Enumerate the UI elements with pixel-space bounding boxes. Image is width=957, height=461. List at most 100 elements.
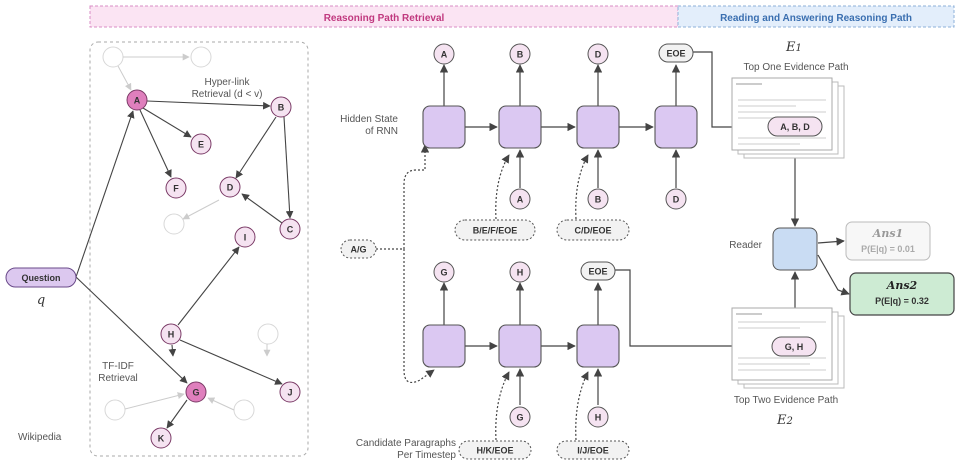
rnn-bottom-input-1: G xyxy=(509,406,531,428)
svg-text:H: H xyxy=(168,330,175,340)
svg-text:EOE: EOE xyxy=(588,267,607,277)
candidate-box-bottom-1: H/K/EOE xyxy=(458,440,532,460)
svg-text:A/G: A/G xyxy=(350,245,366,255)
rnn-cell-bottom-3 xyxy=(576,324,620,368)
svg-text:H: H xyxy=(595,413,602,423)
rnn-cells xyxy=(422,105,698,368)
svg-text:B: B xyxy=(517,50,524,60)
svg-text:D: D xyxy=(673,195,680,205)
hyperlink-label-line2: Retrieval (d < v) xyxy=(192,89,263,100)
svg-text:H/K/EOE: H/K/EOE xyxy=(476,446,513,456)
candidate-box-top-1: B/E/F/EOE xyxy=(454,219,536,241)
svg-text:B: B xyxy=(595,195,602,205)
candidate-label-line2: Per Timestep xyxy=(397,450,456,461)
header-retrieval: Reasoning Path Retrieval xyxy=(89,5,679,28)
question-text: Question xyxy=(21,273,60,283)
answer-1-prob: P(E|q) = 0.01 xyxy=(861,244,915,254)
graph-node-d: D xyxy=(219,176,241,198)
answer-1-box: Ans1 P(E|q) = 0.01 xyxy=(845,221,931,261)
svg-text:Ans1: Ans1 xyxy=(872,227,903,240)
rnn-cell-top-4 xyxy=(654,105,698,149)
rnn-connectors xyxy=(439,51,850,405)
svg-text:C: C xyxy=(287,225,294,235)
hyperlink-label-line1: Hyper-link xyxy=(204,77,250,88)
header-reading-text: Reading and Answering Reasoning Path xyxy=(720,13,912,24)
svg-text:G: G xyxy=(192,388,199,398)
graph-node-b: B xyxy=(270,96,292,118)
candidate-box-start: A/G xyxy=(340,239,377,259)
e1-symbol: E1 xyxy=(785,40,802,55)
top-two-label: Top Two Evidence Path xyxy=(734,395,838,406)
rnn-top-output-2: B xyxy=(509,43,531,65)
rnn-top-input-2: B xyxy=(587,188,609,210)
svg-text:D: D xyxy=(227,183,234,193)
graph-node-g: G xyxy=(185,381,207,403)
rnn-top-output-1: A xyxy=(433,43,455,65)
answer-2-prob: P(E|q) = 0.32 xyxy=(875,296,929,306)
svg-text:H: H xyxy=(517,268,524,278)
graph-node-i: I xyxy=(234,226,256,248)
svg-text:B: B xyxy=(278,103,285,113)
candidate-box-bottom-2: I/J/EOE xyxy=(556,440,630,460)
rnn-top-input-3: D xyxy=(665,188,687,210)
svg-text:J: J xyxy=(287,388,292,398)
graph-node-a: A xyxy=(126,89,148,111)
e2-symbol: E2 xyxy=(776,413,793,428)
wikipedia-panel xyxy=(89,41,309,457)
evidence-doc-stack-2: G, H xyxy=(731,307,845,389)
answer-2-box: Ans2 P(E|q) = 0.32 xyxy=(849,272,955,316)
top-one-label: Top One Evidence Path xyxy=(743,62,848,73)
hidden-state-label-line2: of RNN xyxy=(365,126,398,137)
wikipedia-label: Wikipedia xyxy=(18,432,62,443)
rnn-cell-top-2 xyxy=(498,105,542,149)
svg-text:Ans2: Ans2 xyxy=(886,279,918,292)
svg-text:EOE: EOE xyxy=(666,49,685,59)
evidence-path-2: G, H xyxy=(785,342,804,352)
svg-text:E: E xyxy=(198,140,204,150)
candidate-box-top-2: C/D/EOE xyxy=(556,219,630,241)
rnn-bottom-input-2: H xyxy=(587,406,609,428)
reader-box xyxy=(772,227,818,271)
graph-node-j: J xyxy=(279,381,301,403)
hidden-state-label-line1: Hidden State xyxy=(340,114,398,125)
tfidf-label-line1: TF-IDF xyxy=(102,361,134,372)
rnn-top-output-3: D xyxy=(587,43,609,65)
rnn-cell-top-1 xyxy=(422,105,466,149)
svg-text:G: G xyxy=(516,413,523,423)
faded-graph xyxy=(102,46,279,421)
rnn-cell-bottom-2 xyxy=(498,324,542,368)
candidate-label-line1: Candidate Paragraphs xyxy=(356,438,456,449)
question-box: Question xyxy=(5,267,77,288)
svg-text:A: A xyxy=(441,50,448,60)
graph-node-e: E xyxy=(190,133,212,155)
svg-text:G: G xyxy=(440,268,447,278)
rnn-top-input-1: A xyxy=(509,188,531,210)
svg-text:D: D xyxy=(595,50,602,60)
rnn-bottom-output-eoe: EOE xyxy=(580,261,616,281)
svg-text:C/D/EOE: C/D/EOE xyxy=(574,226,611,236)
rnn-top-output-eoe: EOE xyxy=(658,43,694,63)
rnn-cell-bottom-1 xyxy=(422,324,466,368)
candidate-dotted-connectors xyxy=(376,144,589,441)
q-symbol: q xyxy=(37,293,45,308)
tfidf-label-line2: Retrieval xyxy=(98,373,137,384)
svg-text:I: I xyxy=(244,233,247,243)
evidence-path-1: A, B, D xyxy=(780,122,810,132)
graph-node-h: H xyxy=(160,323,182,345)
evidence-doc-stack-1: A, B, D xyxy=(731,77,845,159)
rnn-bottom-output-2: H xyxy=(509,261,531,283)
svg-text:I/J/EOE: I/J/EOE xyxy=(577,446,609,456)
graph-node-f: F xyxy=(165,177,187,199)
graph-node-c: C xyxy=(279,218,301,240)
svg-text:F: F xyxy=(173,184,179,194)
svg-text:K: K xyxy=(158,434,165,444)
graph-node-k: K xyxy=(150,427,172,449)
header-reading: Reading and Answering Reasoning Path xyxy=(677,5,955,28)
rnn-cell-top-3 xyxy=(576,105,620,149)
graph-edges xyxy=(75,100,294,429)
svg-text:B/E/F/EOE: B/E/F/EOE xyxy=(473,226,518,236)
rnn-bottom-output-1: G xyxy=(433,261,455,283)
svg-text:A: A xyxy=(134,96,141,106)
svg-text:A: A xyxy=(517,195,524,205)
